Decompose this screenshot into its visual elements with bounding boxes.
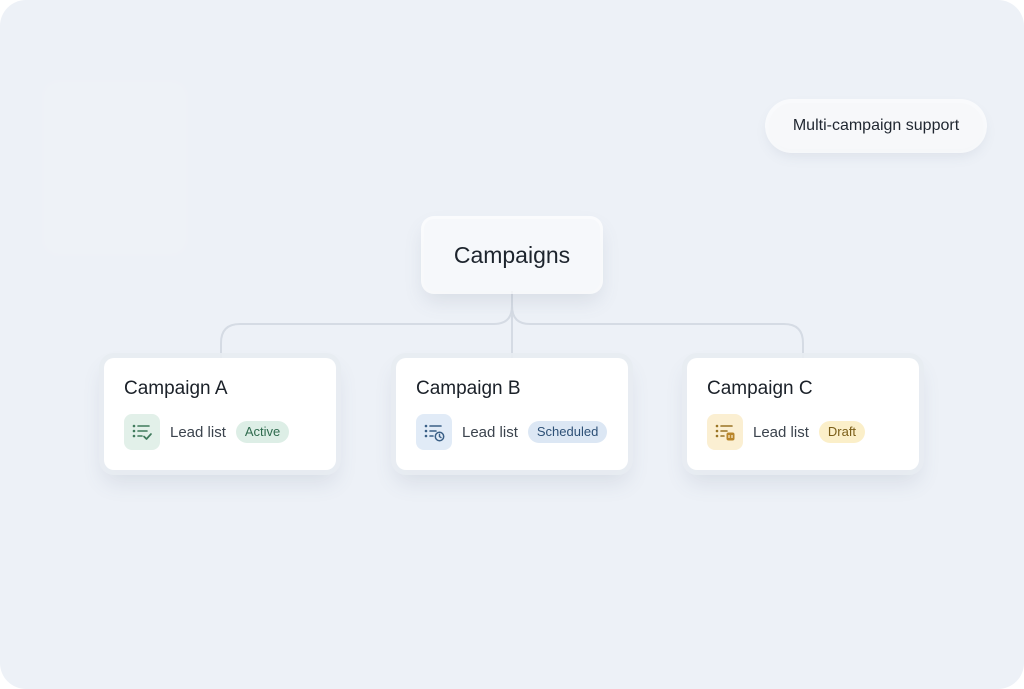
lead-list-label: Lead list [462, 423, 518, 441]
decorative-ghost-panel [40, 78, 190, 258]
campaign-title: Campaign B [416, 378, 521, 399]
campaign-row: Lead list Draft [707, 414, 919, 450]
status-badge: Active [235, 421, 290, 443]
status-badge: Scheduled [527, 421, 608, 443]
status-badge: Draft [818, 421, 866, 443]
campaign-c-card[interactable]: Campaign C Lead list Draft [687, 358, 919, 470]
connector-right [511, 305, 804, 358]
campaigns-root-node[interactable]: Campaigns [424, 219, 600, 291]
list-check-icon [124, 414, 160, 450]
list-draft-icon [707, 414, 743, 450]
campaign-title: Campaign A [124, 378, 228, 399]
lead-list-label: Lead list [753, 423, 809, 441]
connector-left [220, 305, 513, 358]
campaign-row: Lead list Scheduled [416, 414, 628, 450]
pill-label: Multi-campaign support [792, 117, 960, 134]
campaign-b-card[interactable]: Campaign B Lead list Scheduled [396, 358, 628, 470]
campaign-row: Lead list Active [124, 414, 336, 450]
campaign-title: Campaign C [707, 378, 813, 399]
list-clock-icon [416, 414, 452, 450]
lead-list-label: Lead list [170, 423, 226, 441]
campaign-a-card[interactable]: Campaign A Lead list Active [104, 358, 336, 470]
root-label: Campaigns [453, 241, 571, 268]
multi-campaign-support-pill: Multi-campaign support [769, 103, 983, 149]
